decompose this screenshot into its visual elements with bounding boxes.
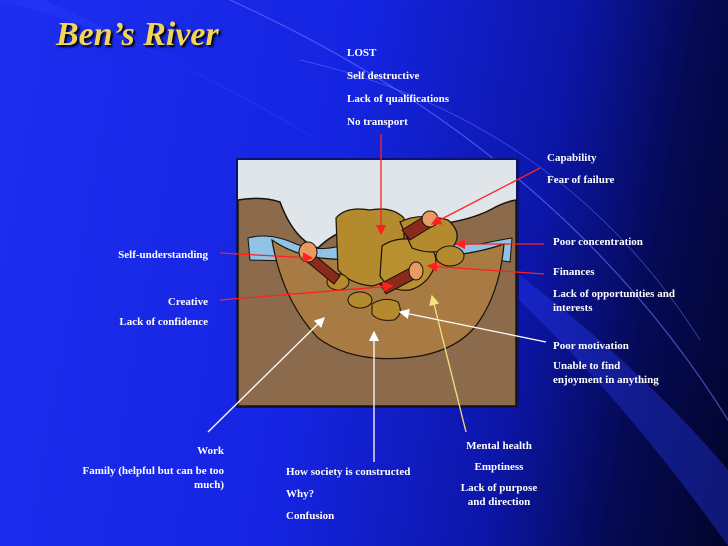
log-left-end — [298, 241, 318, 263]
label-concentration: Poor concentration — [553, 236, 643, 248]
arrow-motivation — [398, 308, 547, 343]
arrow-self-understanding — [219, 252, 314, 263]
label-motivation: Poor motivation Unable to find enjoyment… — [553, 340, 659, 386]
arrow-finances — [426, 261, 545, 275]
label-work: Work Family (helpful but can be too much… — [82, 445, 224, 491]
label-capability: Capability Fear of failure — [547, 152, 615, 186]
slide-title: Ben’s River — [56, 16, 219, 53]
river-picture — [236, 158, 519, 408]
arrow-capability — [430, 167, 541, 225]
bottom-rock — [371, 298, 401, 321]
label-creative: Creative Lack of confidence — [119, 296, 208, 328]
label-lost: LOST Self destructive Lack of qualificat… — [347, 47, 450, 128]
label-mental-health: Mental health Emptiness Lack of purpose … — [460, 440, 538, 508]
log-middle-end — [408, 261, 424, 281]
label-society: How society is constructed Why? Confusio… — [286, 466, 411, 522]
arrow-mental-health — [429, 294, 467, 433]
arrow-work — [207, 317, 325, 433]
label-finances: Finances Lack of opportunities and inter… — [553, 266, 675, 314]
small-rock-bottom — [347, 291, 373, 309]
connector-arrows — [207, 134, 547, 462]
small-rock-right — [435, 245, 465, 267]
label-self-understanding: Self-understanding — [118, 249, 208, 261]
log-upper-end — [421, 210, 439, 228]
arrow-creative — [219, 281, 394, 301]
